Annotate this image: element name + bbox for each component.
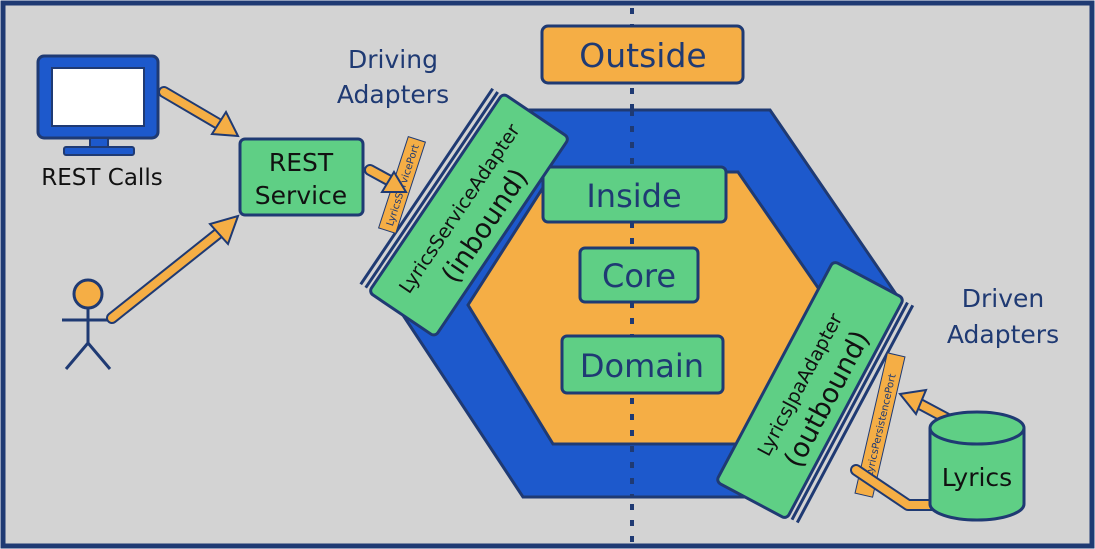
- database-icon: Lyrics: [928, 410, 1026, 522]
- driving-adapters-line2: Adapters: [337, 80, 449, 109]
- driven-adapters-line2: Adapters: [947, 320, 1059, 349]
- inbound-adapter: LyricsServiceAdapter (inbound): [359, 87, 569, 337]
- arrow-user-to-rest: [106, 214, 240, 324]
- monitor-icon: [36, 54, 160, 156]
- core-label: Core: [602, 257, 676, 295]
- arrow-rest-to-inbound: [364, 164, 408, 193]
- rest-service-line2: Service: [255, 181, 347, 210]
- rest-service-line1: REST: [269, 148, 334, 177]
- arrow-database-to-outbound: [898, 388, 952, 424]
- core-box: Core: [578, 246, 700, 304]
- arrow-monitor-to-rest: [158, 86, 240, 138]
- user-icon: [62, 278, 114, 370]
- inside-box: Inside: [541, 165, 728, 224]
- rest-calls-label: REST Calls: [41, 165, 162, 191]
- inside-label: Inside: [586, 177, 681, 215]
- domain-label: Domain: [580, 347, 704, 385]
- outside-box: Outside: [540, 24, 745, 85]
- driven-adapters-line1: Driven: [962, 284, 1045, 313]
- database-label: Lyrics: [942, 463, 1012, 492]
- outside-label: Outside: [579, 36, 706, 75]
- rest-service-box: REST Service: [238, 137, 365, 217]
- driving-adapters-line1: Driving: [348, 45, 438, 74]
- domain-box: Domain: [560, 334, 725, 395]
